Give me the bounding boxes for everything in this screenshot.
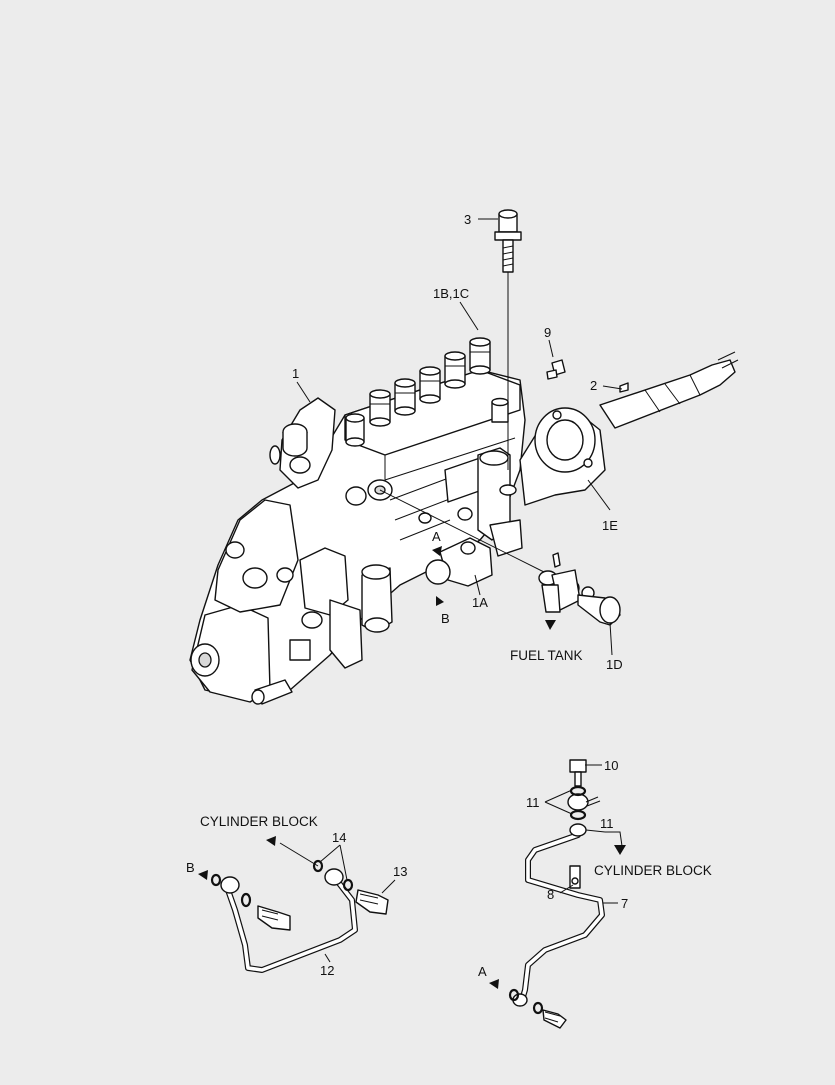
callout-b-top: B (441, 611, 450, 626)
direction-arrows-top (432, 546, 556, 630)
callout-13: 13 (393, 864, 407, 879)
callout-1a: 1A (472, 595, 488, 610)
callout-1: 1 (292, 366, 299, 381)
bolt-3 (494, 209, 522, 470)
callout-12: 12 (320, 963, 334, 978)
callout-2: 2 (590, 378, 597, 393)
callout-14: 14 (332, 830, 346, 845)
delivery-valve-holders (345, 337, 509, 447)
callout-11-lower: 11 (600, 816, 614, 831)
callout-7: 7 (621, 896, 628, 911)
callout-3: 3 (464, 212, 471, 227)
drive-flange (519, 407, 606, 506)
banjo-fitting-1d (379, 489, 621, 626)
bolt-9 (546, 359, 566, 380)
callout-1b-1c: 1B,1C (433, 286, 469, 301)
injection-pump-body (189, 369, 526, 705)
callout-a-top: A (432, 529, 441, 544)
callout-10: 10 (604, 758, 618, 773)
note-cylinder-block-right: CYLINDER BLOCK (594, 863, 712, 878)
callout-a-bottom: A (478, 964, 487, 979)
note-fuel-tank: FUEL TANK (510, 648, 583, 663)
callout-b-bottom: B (186, 860, 195, 875)
callout-1e: 1E (602, 518, 618, 533)
leader-lines (279, 218, 623, 963)
note-cylinder-block-left: CYLINDER BLOCK (200, 814, 318, 829)
callout-9: 9 (544, 325, 551, 340)
callout-8: 8 (547, 887, 554, 902)
pipe-assembly-7 (489, 759, 626, 1029)
callout-11-upper: 11 (526, 795, 540, 810)
pipe-assembly-12 (198, 836, 389, 973)
cam-shaft-end (599, 351, 739, 429)
callout-1d: 1D (606, 657, 623, 672)
